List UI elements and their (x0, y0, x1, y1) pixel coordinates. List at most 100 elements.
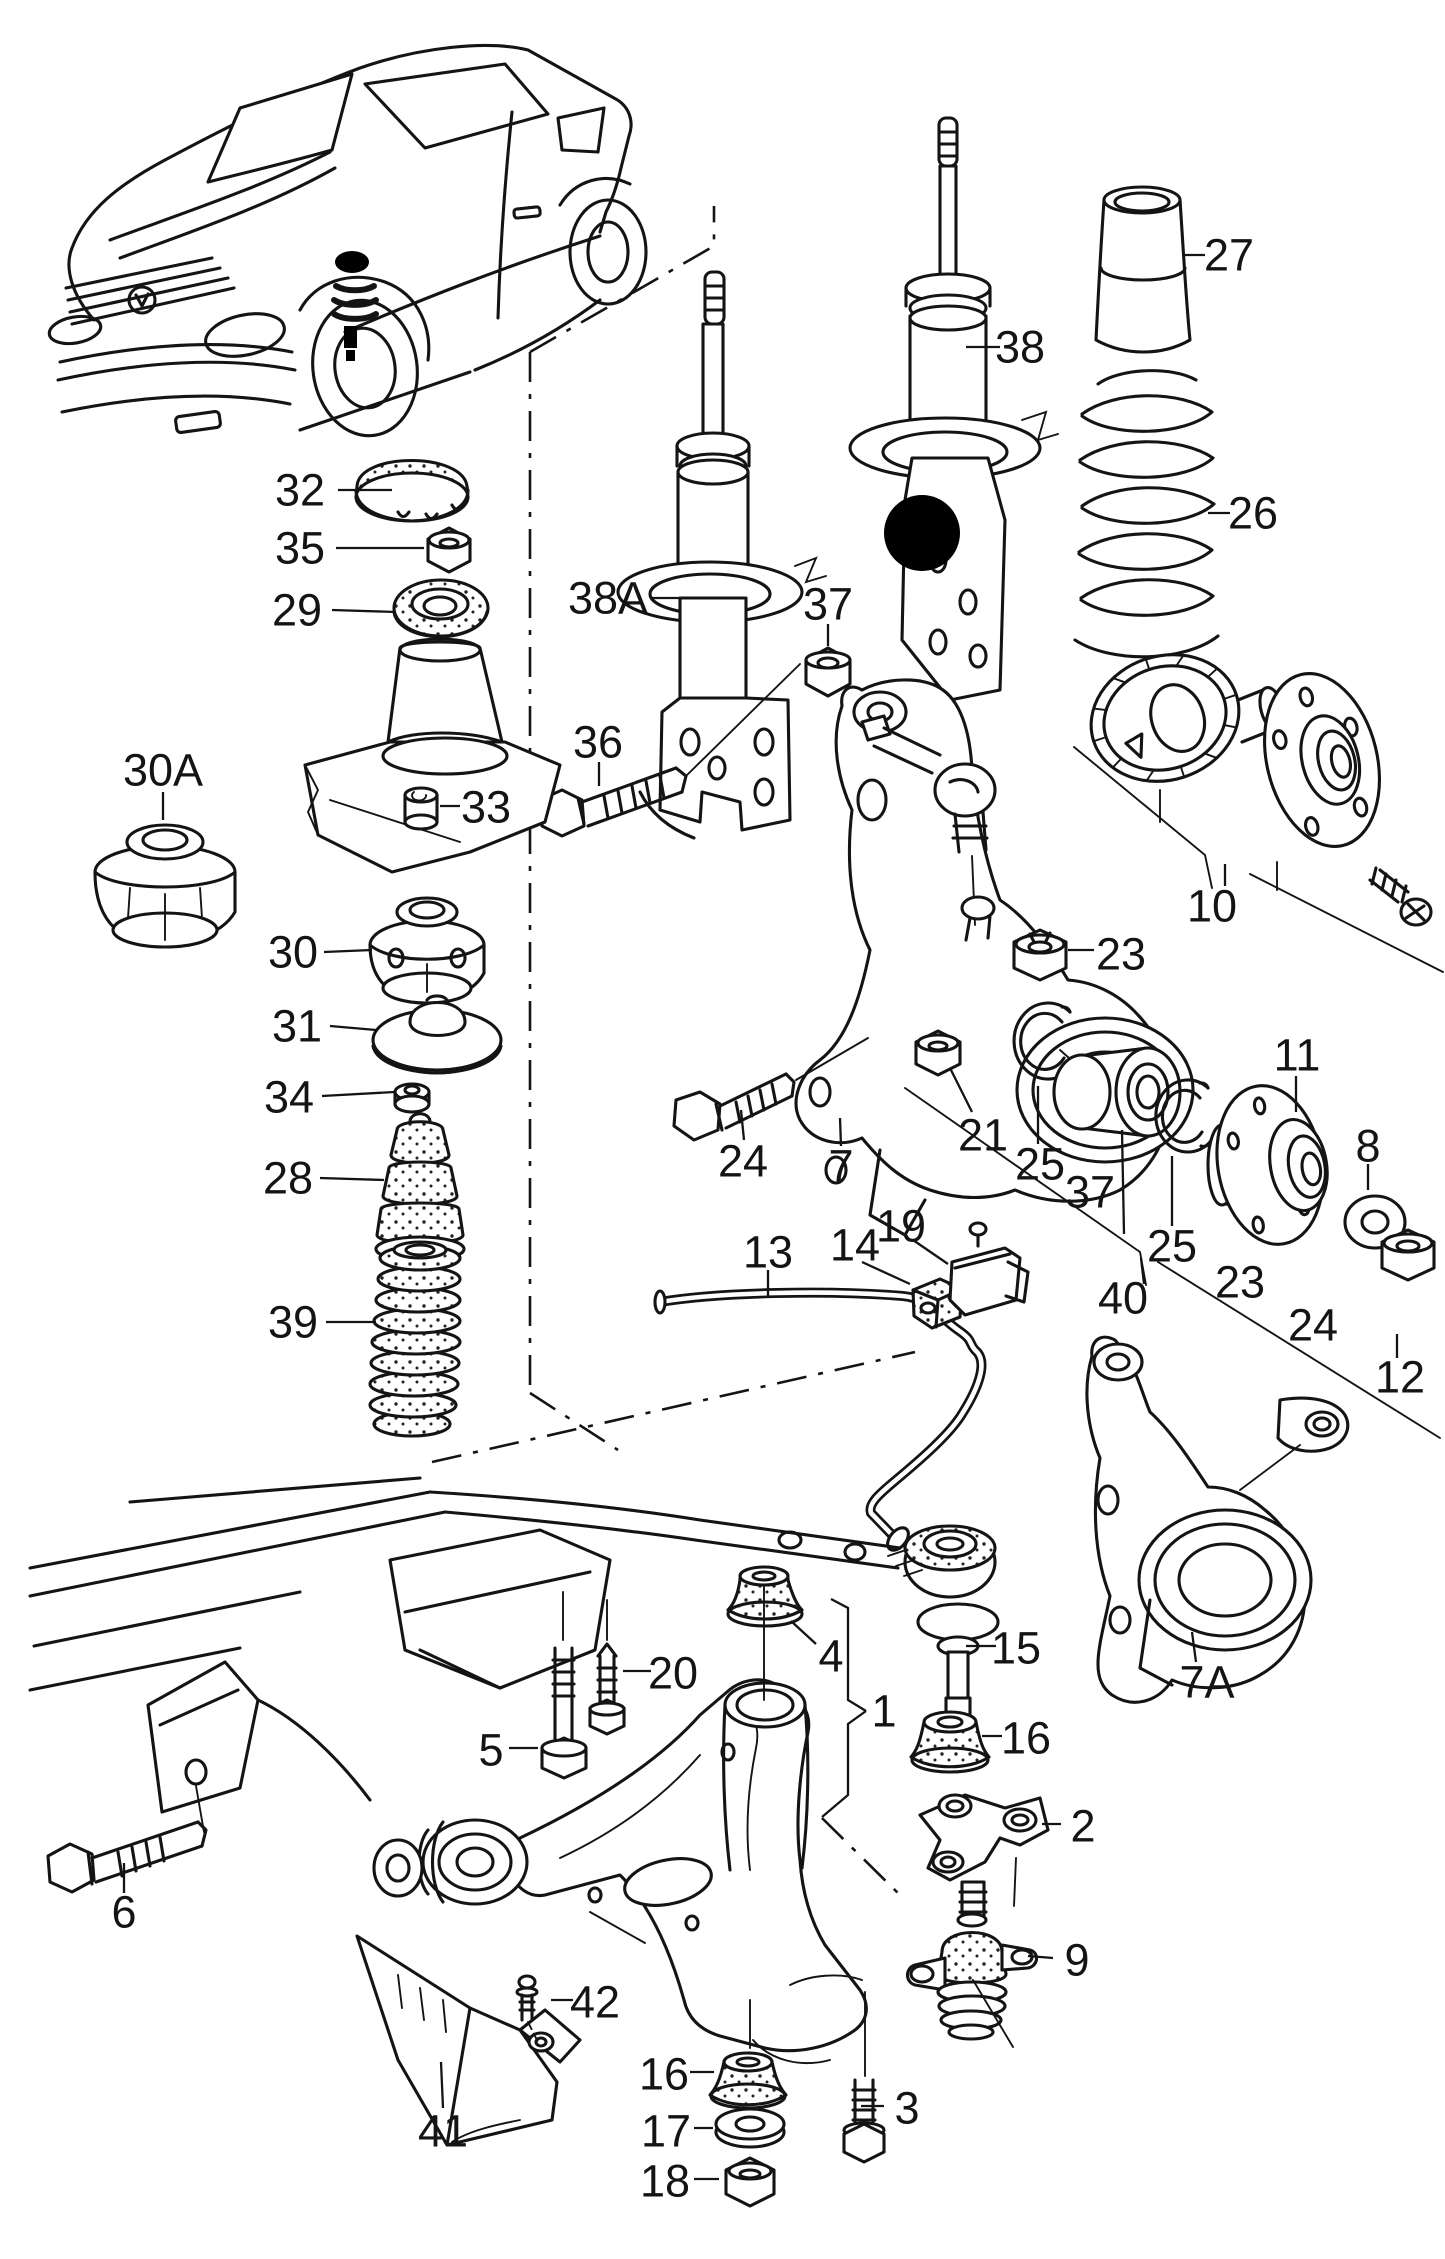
arm-nut-16-bottom (708, 1999, 788, 2110)
label-leader-31 (329, 1024, 377, 1032)
nut-21 (914, 1029, 962, 1077)
coil-spring-26 (1073, 369, 1220, 659)
label-leader-21 (948, 1067, 974, 1113)
bump-stop-28 (374, 1112, 466, 1263)
rear-bushing-4 (726, 1565, 804, 1701)
part-label-14: 14 (830, 1220, 880, 1271)
label-leader-28 (319, 1176, 385, 1182)
mount-30a (93, 823, 237, 949)
washer-17 (714, 2107, 786, 2149)
part-label-16: 16 (1001, 1713, 1051, 1764)
nut-35 (426, 526, 472, 574)
part-label-24: 24 (718, 1136, 768, 1187)
nut-23 (1012, 928, 1068, 982)
washer-34 (393, 1082, 431, 1114)
part-label-18: 18 (640, 2156, 690, 2207)
part-label-8: 8 (1355, 1121, 1380, 1172)
label-leader-1 (821, 1710, 867, 1818)
wheel-bearing-37 (1052, 1046, 1182, 1138)
part-label-20: 20 (648, 1648, 698, 1699)
cap-32 (354, 458, 470, 523)
part-label-36: 36 (573, 717, 623, 768)
part-label-6: 6 (111, 1887, 136, 1938)
retainer-31 (371, 994, 503, 1075)
nut-12 (1380, 1228, 1436, 1282)
part-label-37: 37 (803, 579, 853, 630)
bolt-24 (672, 1037, 869, 1142)
section-border-lines (431, 206, 916, 1901)
part-label-34: 34 (264, 1072, 314, 1123)
steering-knuckle-7a (1085, 1335, 1350, 1704)
label-leader-24 (739, 1109, 746, 1141)
label-leader-9 (1027, 1954, 1054, 1960)
part-label-25: 25 (1147, 1221, 1197, 1272)
label-leader-7 (838, 1117, 843, 1147)
part-label-1: 1 (871, 1686, 896, 1737)
bracket-2 (918, 1793, 1050, 1907)
part-label-26: 26 (1228, 488, 1278, 539)
label-leader-14 (861, 1260, 911, 1286)
dust-sleeve-27 (1094, 185, 1192, 354)
car-illustration (47, 43, 648, 438)
abs-ring-screw (1368, 866, 1433, 927)
label-leader-4 (790, 1620, 817, 1645)
label-leader-1 (830, 1597, 867, 1712)
mount-30 (368, 896, 486, 1005)
part-label-7A: 7A (1179, 1657, 1234, 1708)
part-label-27: 27 (1204, 230, 1254, 281)
part-label-35: 35 (275, 523, 325, 574)
part-label-15: 15 (991, 1623, 1041, 1674)
stabilizer-link-15 (903, 1524, 1000, 1743)
part-label-3: 3 (894, 2083, 919, 2134)
part-label-40: 40 (1098, 1273, 1148, 1324)
part-label-12: 12 (1375, 1352, 1425, 1403)
part-label-28: 28 (263, 1153, 313, 1204)
stabilizer-clamp-19 (948, 1221, 1030, 1317)
part-label-17: 17 (641, 2106, 691, 2157)
bellows-39 (368, 1240, 462, 1438)
strut-38a (616, 270, 827, 840)
part-label-9: 9 (1064, 1935, 1089, 1986)
strut-38 (848, 116, 1059, 702)
bushing-33 (403, 786, 439, 831)
redaction-black-dot (884, 495, 960, 571)
part-label-39: 39 (268, 1297, 318, 1348)
part-label-38: 38 (995, 322, 1045, 373)
control-arm-1 (372, 1678, 868, 2064)
leader-lines-layer (122, 253, 1399, 2181)
stabilizer-bar-13 (653, 1287, 987, 1552)
part-label-42: 42 (570, 1977, 620, 2028)
part-label-38A: 38A (568, 573, 648, 624)
hub-assembly-10 (1073, 653, 1444, 973)
shield-screw-42 (515, 1974, 539, 2043)
part-label-13: 13 (743, 1227, 793, 1278)
part-label-16: 16 (639, 2049, 689, 2100)
bearing-29 (392, 578, 490, 639)
bolt-6 (46, 1785, 208, 1894)
misc-frame-line (589, 1911, 1014, 2048)
label-leader-30 (323, 948, 373, 954)
boot-cone-and-panel (303, 637, 562, 874)
part-label-23: 23 (1096, 929, 1146, 980)
label-leader-7A (1190, 1631, 1198, 1663)
part-label-41: 41 (418, 2106, 468, 2157)
part-label-32: 32 (275, 465, 325, 516)
part-label-4: 4 (818, 1631, 843, 1682)
splash-shield-41 (355, 1934, 582, 2147)
part-label-10: 10 (1187, 881, 1237, 932)
part-label-37: 37 (1065, 1167, 1115, 1218)
bolt-20 (588, 1599, 626, 1736)
label-leader-19 (912, 1239, 949, 1265)
label-leader-37 (1120, 1129, 1126, 1235)
part-label-2: 2 (1070, 1801, 1095, 1852)
part-label-29: 29 (272, 585, 322, 636)
label-leader-41 (439, 2061, 445, 2109)
part-label-24: 24 (1288, 1300, 1338, 1351)
part-label-19: 19 (876, 1201, 926, 1252)
car-strut-highlight-mark (331, 251, 379, 361)
part-label-23: 23 (1215, 1257, 1265, 1308)
part-label-30: 30 (268, 927, 318, 978)
